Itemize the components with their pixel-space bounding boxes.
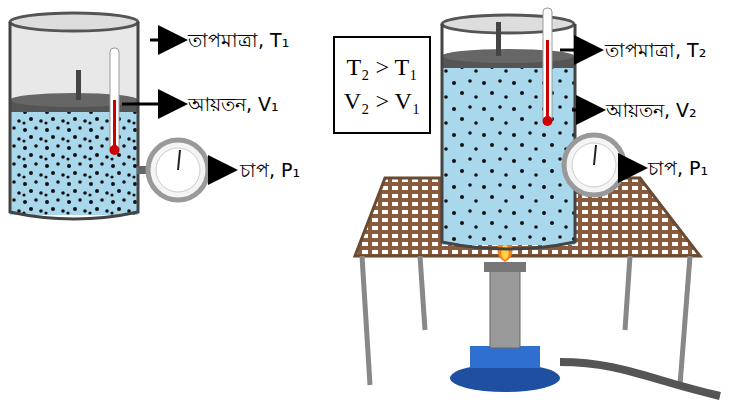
condition-text: T₂ > T₁ [346,51,417,85]
quantity-label: আয়তন, V₁ [188,94,279,115]
quantity-label: তাপমাত্রা, T₁ [188,30,289,51]
condition-text: V₂ > V₁ [344,85,421,119]
quantity-label: আয়তন, V₂ [606,100,697,121]
quantity-label: তাপমাত্রা, T₂ [605,40,706,61]
condition-box: T₂ > T₁V₂ > V₁ [333,36,431,134]
quantity-label: চাপ, P₁ [648,158,708,179]
quantity-label: চাপ, P₁ [240,160,300,181]
